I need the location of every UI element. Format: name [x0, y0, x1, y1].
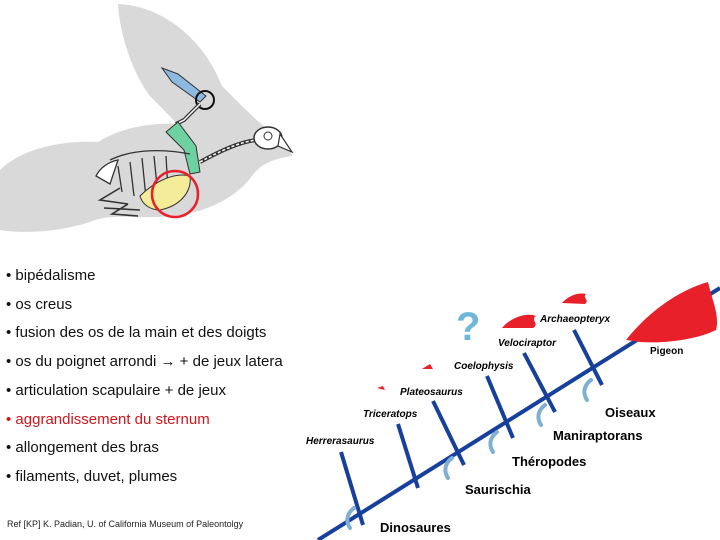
animal-silhouettes [377, 282, 718, 390]
branch-coelophysis [485, 375, 515, 439]
node-maniraptorans [536, 403, 547, 427]
node-dinosaures [345, 506, 356, 530]
taxon-coelophysis: Coelophysis [454, 361, 514, 372]
trait-item: • allongement des bras [6, 439, 159, 457]
branch-herrerasaurus [339, 451, 365, 526]
clade-oiseaux: Oiseaux [605, 405, 656, 420]
node-markers [345, 378, 593, 530]
trait-list: • bipédalisme • os creus • fusion des os… [6, 262, 283, 492]
branch-plateosaurus [431, 400, 466, 466]
trait-item: • bipédalisme [6, 267, 96, 284]
reference-note: Ref [KP] K. Padian, U. of California Mus… [7, 519, 244, 529]
sternum-highlight-circle [150, 169, 200, 219]
wrist-circle [195, 90, 215, 110]
taxon-herrerasaurus: Herrerasaurus [306, 436, 375, 447]
node-theropodes [488, 430, 499, 454]
trait-item-highlighted: • aggrandissement du sternum [6, 410, 210, 428]
leg-bones [97, 187, 141, 217]
taxon-velociraptor: Velociraptor [498, 338, 556, 349]
scapula-humerus [165, 121, 201, 175]
taxon-plateosaurus: Plateosaurus [400, 387, 463, 398]
taxon-archaeopteryx: Archaeopteryx [540, 314, 611, 325]
taxon-pigeon: Pigeon [650, 346, 684, 357]
question-mark: ? [456, 305, 481, 349]
trait-item: • os creus [6, 295, 73, 313]
trait-item: • os du poignet arrondi → + de jeux late… [6, 353, 283, 371]
clade-maniraptorans: Maniraptorans [553, 428, 643, 443]
skull [253, 126, 294, 154]
node-oiseaux [582, 378, 593, 402]
branch-triceratops [396, 423, 420, 489]
branch-archaeopteryx [572, 329, 604, 386]
branch-velociraptor [522, 352, 557, 413]
velociraptor-silhouette [502, 314, 536, 328]
node-saurischia [443, 456, 454, 480]
trait-item: • articulation scapulaire + de jeux [6, 381, 226, 399]
taxon-triceratops: Triceratops [363, 409, 418, 420]
trait-item: • filaments, duvet, plumes [6, 467, 178, 485]
plateosaurus-silhouette [377, 386, 385, 390]
hand-bones [160, 66, 207, 103]
archaeopteryx-silhouette [562, 293, 587, 304]
coelophysis-silhouette [422, 364, 433, 369]
clade-dinosaures: Dinosaures [380, 520, 451, 535]
trait-item: • fusion des os de la main et des doigts [6, 324, 267, 342]
clade-saurischia: Saurischia [465, 482, 531, 497]
pigeon-silhouette [626, 282, 718, 343]
clade-theropodes: Théropodes [512, 454, 587, 469]
